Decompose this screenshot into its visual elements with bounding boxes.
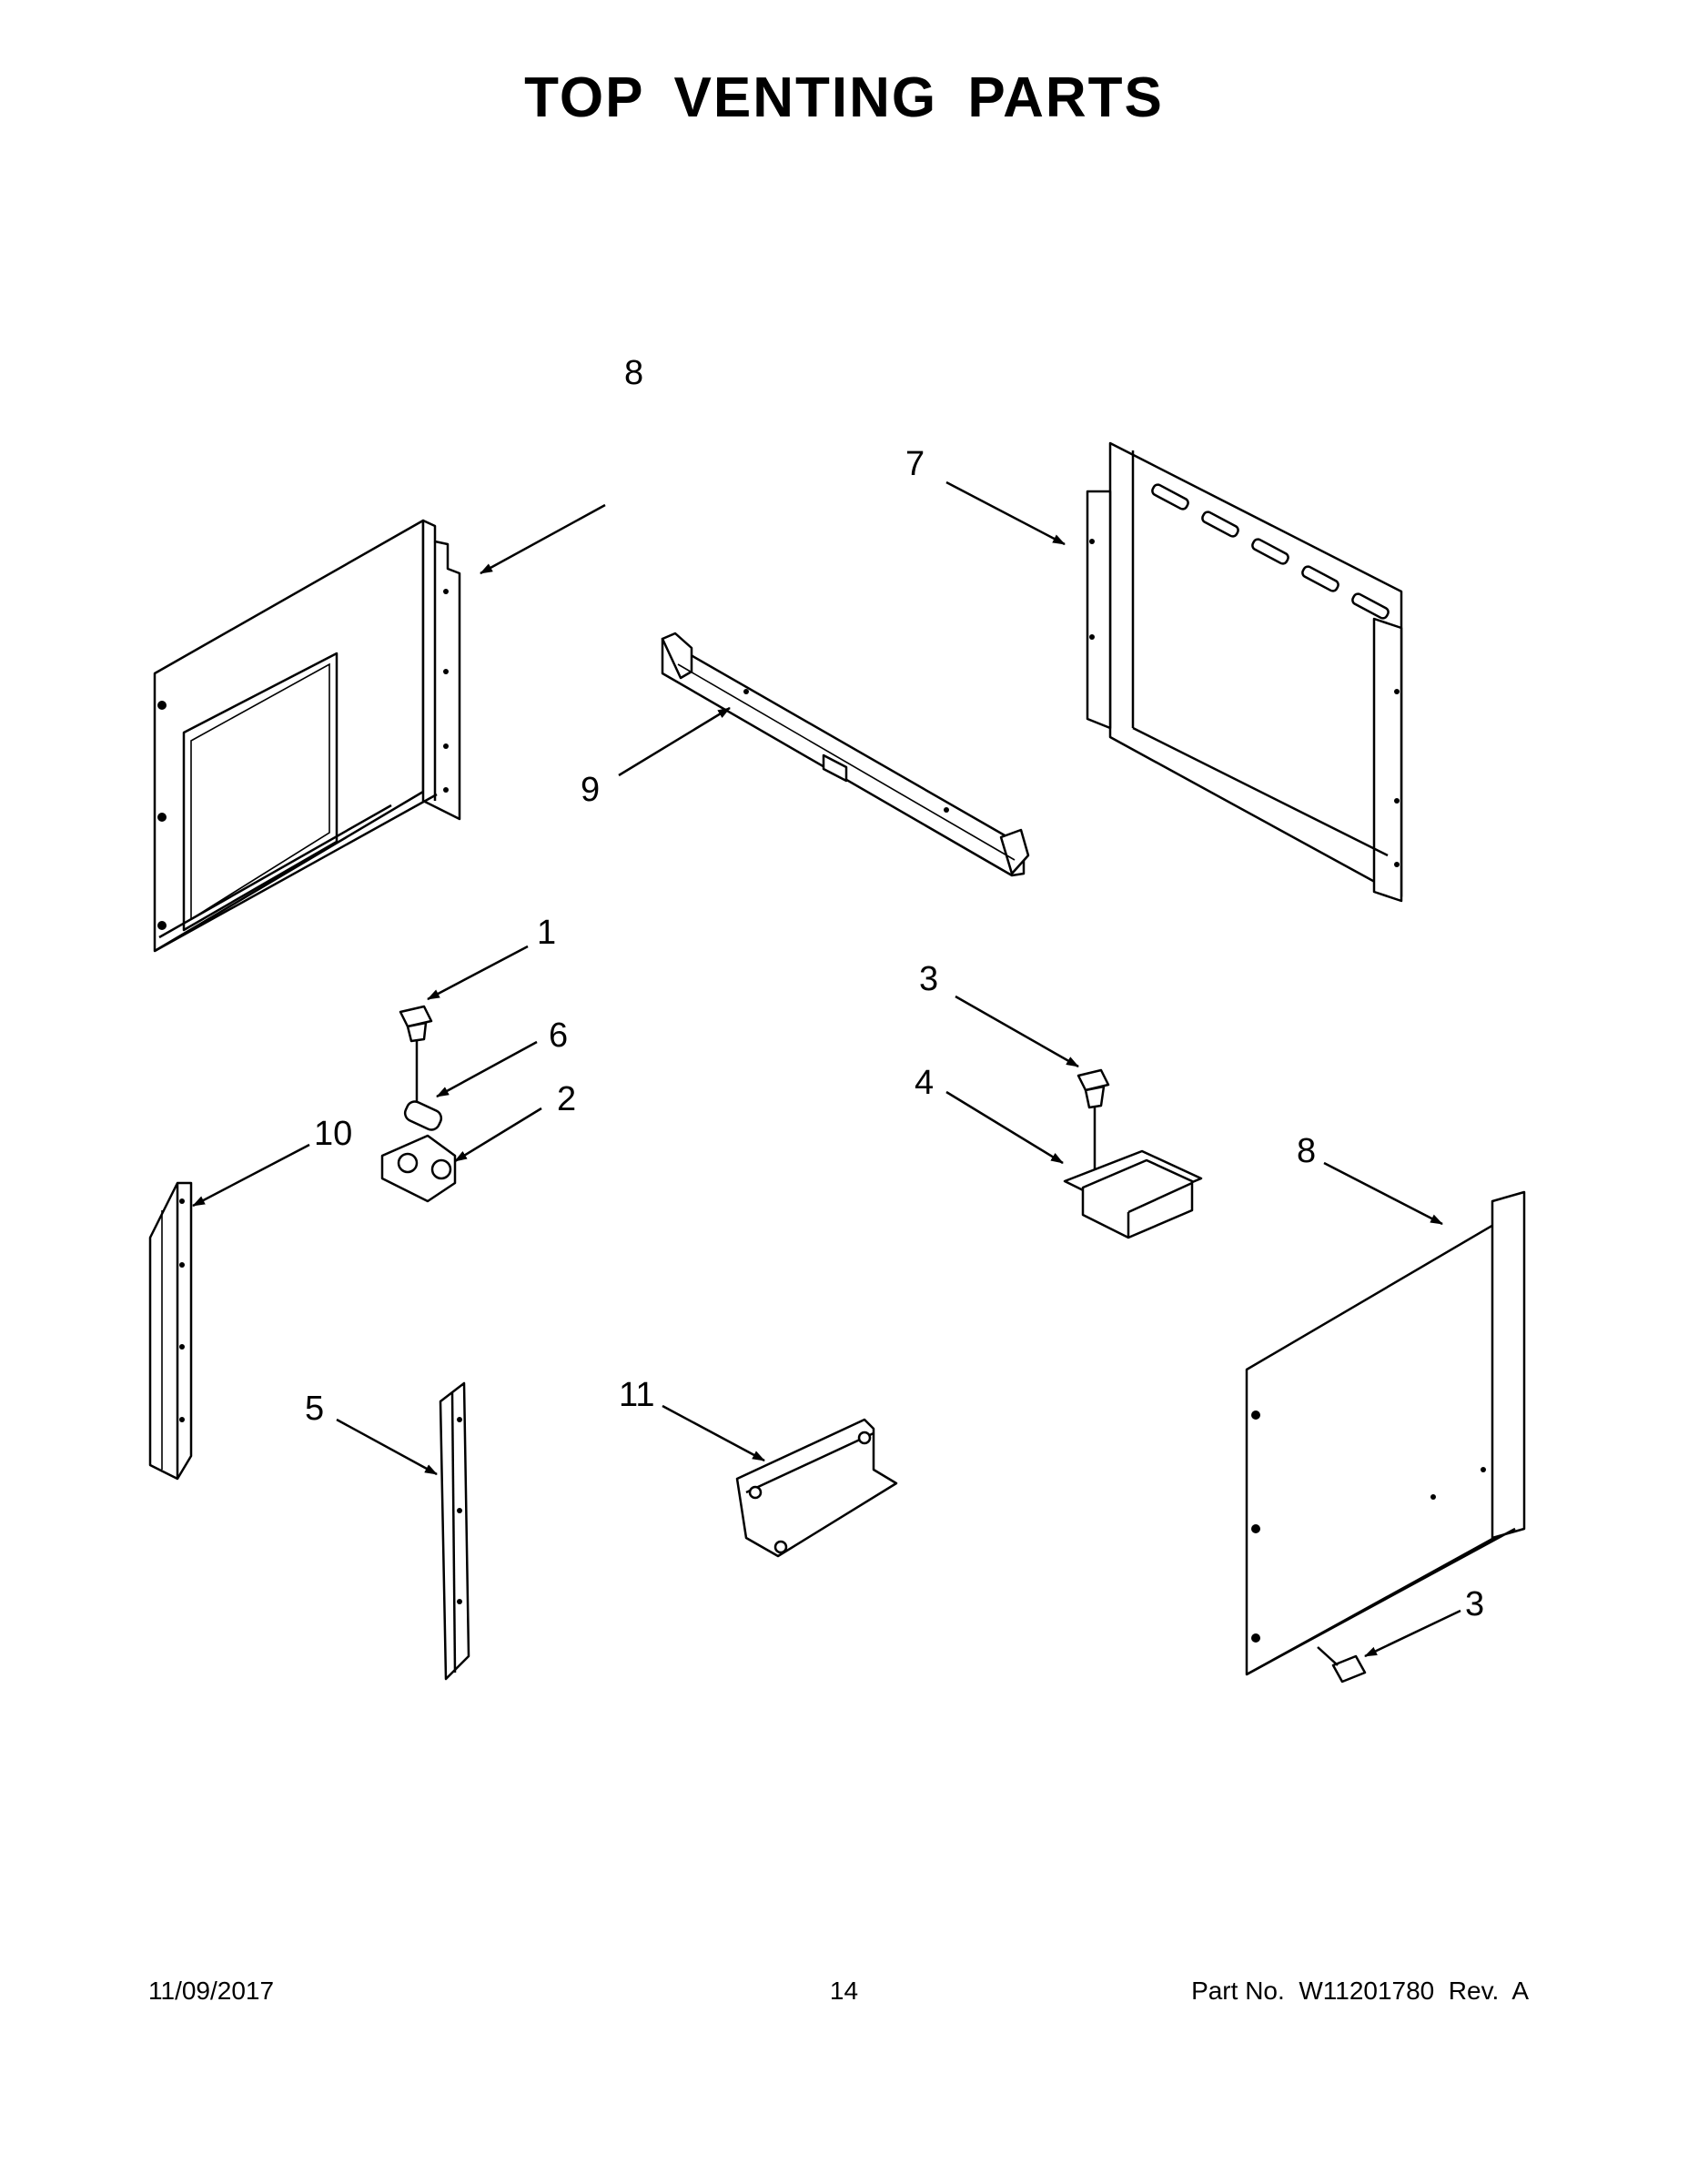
part-rail-bracket	[439, 1381, 470, 1681]
callout-2: 2	[557, 1080, 576, 1118]
part-fuse-holder	[380, 1134, 457, 1203]
leader-arrows	[192, 480, 1461, 1658]
part-top-vent-panel	[1086, 441, 1403, 903]
footer-date: 11/09/2017	[148, 1977, 275, 2005]
callout-7: 7	[905, 445, 925, 483]
callout-3-lower: 3	[1465, 1585, 1484, 1623]
part-side-panel-right	[1245, 1190, 1526, 1676]
part-screw-3b	[1317, 1646, 1367, 1684]
part-fuse	[403, 1092, 443, 1131]
part-bracket-bar	[661, 632, 1030, 877]
callout-4: 4	[915, 1064, 934, 1102]
callout-11: 11	[619, 1376, 654, 1414]
callout-10: 10	[314, 1115, 352, 1153]
part-vertical-rail	[148, 1181, 193, 1481]
page-title: TOP VENTING PARTS	[524, 66, 1164, 129]
part-screw-3a	[1076, 1068, 1110, 1169]
part-side-panel-left	[153, 519, 461, 953]
footer-part-number: Part No. W11201780 Rev. A	[1191, 1977, 1529, 2005]
part-screw-1	[399, 1005, 433, 1092]
part-sensor-box	[1063, 1149, 1203, 1239]
callout-9: 9	[581, 771, 600, 809]
callout-3-upper: 3	[919, 960, 938, 998]
callout-labels: 8 7 9 1 6 2 10 3 4 8 5 11 3	[305, 354, 1484, 1623]
callout-6: 6	[549, 1016, 568, 1055]
callout-1: 1	[537, 914, 556, 952]
part-angle-bracket	[735, 1418, 898, 1558]
footer-page-number: 14	[829, 1977, 859, 2005]
callout-8-lower: 8	[1297, 1132, 1316, 1170]
callout-8-upper: 8	[624, 354, 643, 392]
callout-5: 5	[305, 1390, 324, 1428]
